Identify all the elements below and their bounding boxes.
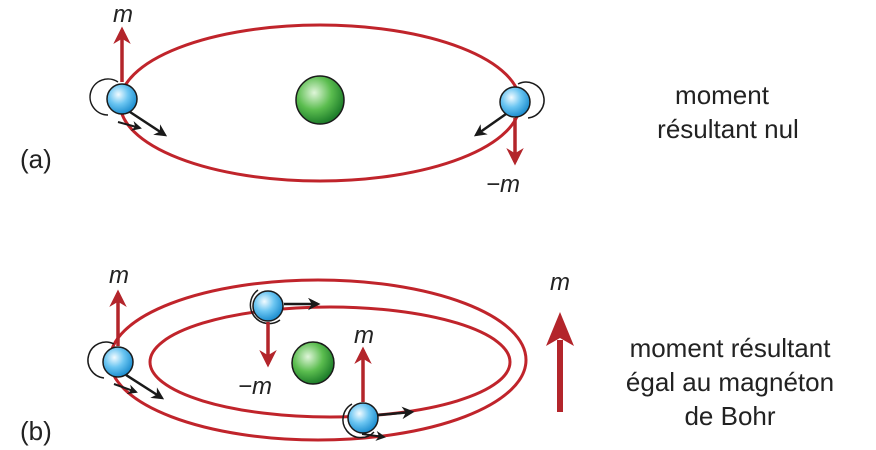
panel-b: m −m m m (b) moment résultant égal au ma… [20,262,834,446]
electron-a-right [473,81,545,166]
electron-b-left [87,289,165,400]
panel-label-b: (b) [20,416,52,446]
spin-loop-icon [87,341,115,379]
moment-label-up: m [113,1,133,28]
velocity-arrow [473,112,507,137]
moment-label-top-down: −m [238,373,272,400]
spin-loop-icon [89,78,119,116]
caption-a-line2: résultant nul [657,114,799,144]
electron-b-top [249,289,321,368]
resultant-symbol: m [550,269,570,296]
spin-loop-icon [517,81,545,119]
caption-b-line2: égal au magnéton [626,367,834,397]
electron-b-bottom [342,346,415,441]
caption-b-line1: moment résultant [630,333,832,363]
spin-loop-icon [249,289,281,325]
moment-label-bottom-up: m [354,322,374,349]
caption-b-line3: de Bohr [684,401,775,431]
moment-label-down: −m [486,171,520,198]
spin-loop-icon [342,403,375,439]
panel-label-a: (a) [20,144,52,174]
nucleus-b [291,341,335,385]
resultant-moment-arrow [546,312,574,412]
velocity-arrow [377,406,415,420]
moment-label-left: m [109,262,129,289]
panel-a: m −m (a) moment résultant nul [20,1,799,198]
velocity-arrow [129,110,168,137]
orbit-b-inner [148,305,512,419]
nucleus-a [295,75,345,125]
velocity-arrow [125,373,165,400]
electron-a-left [89,26,168,137]
caption-a-line1: moment [675,80,770,110]
